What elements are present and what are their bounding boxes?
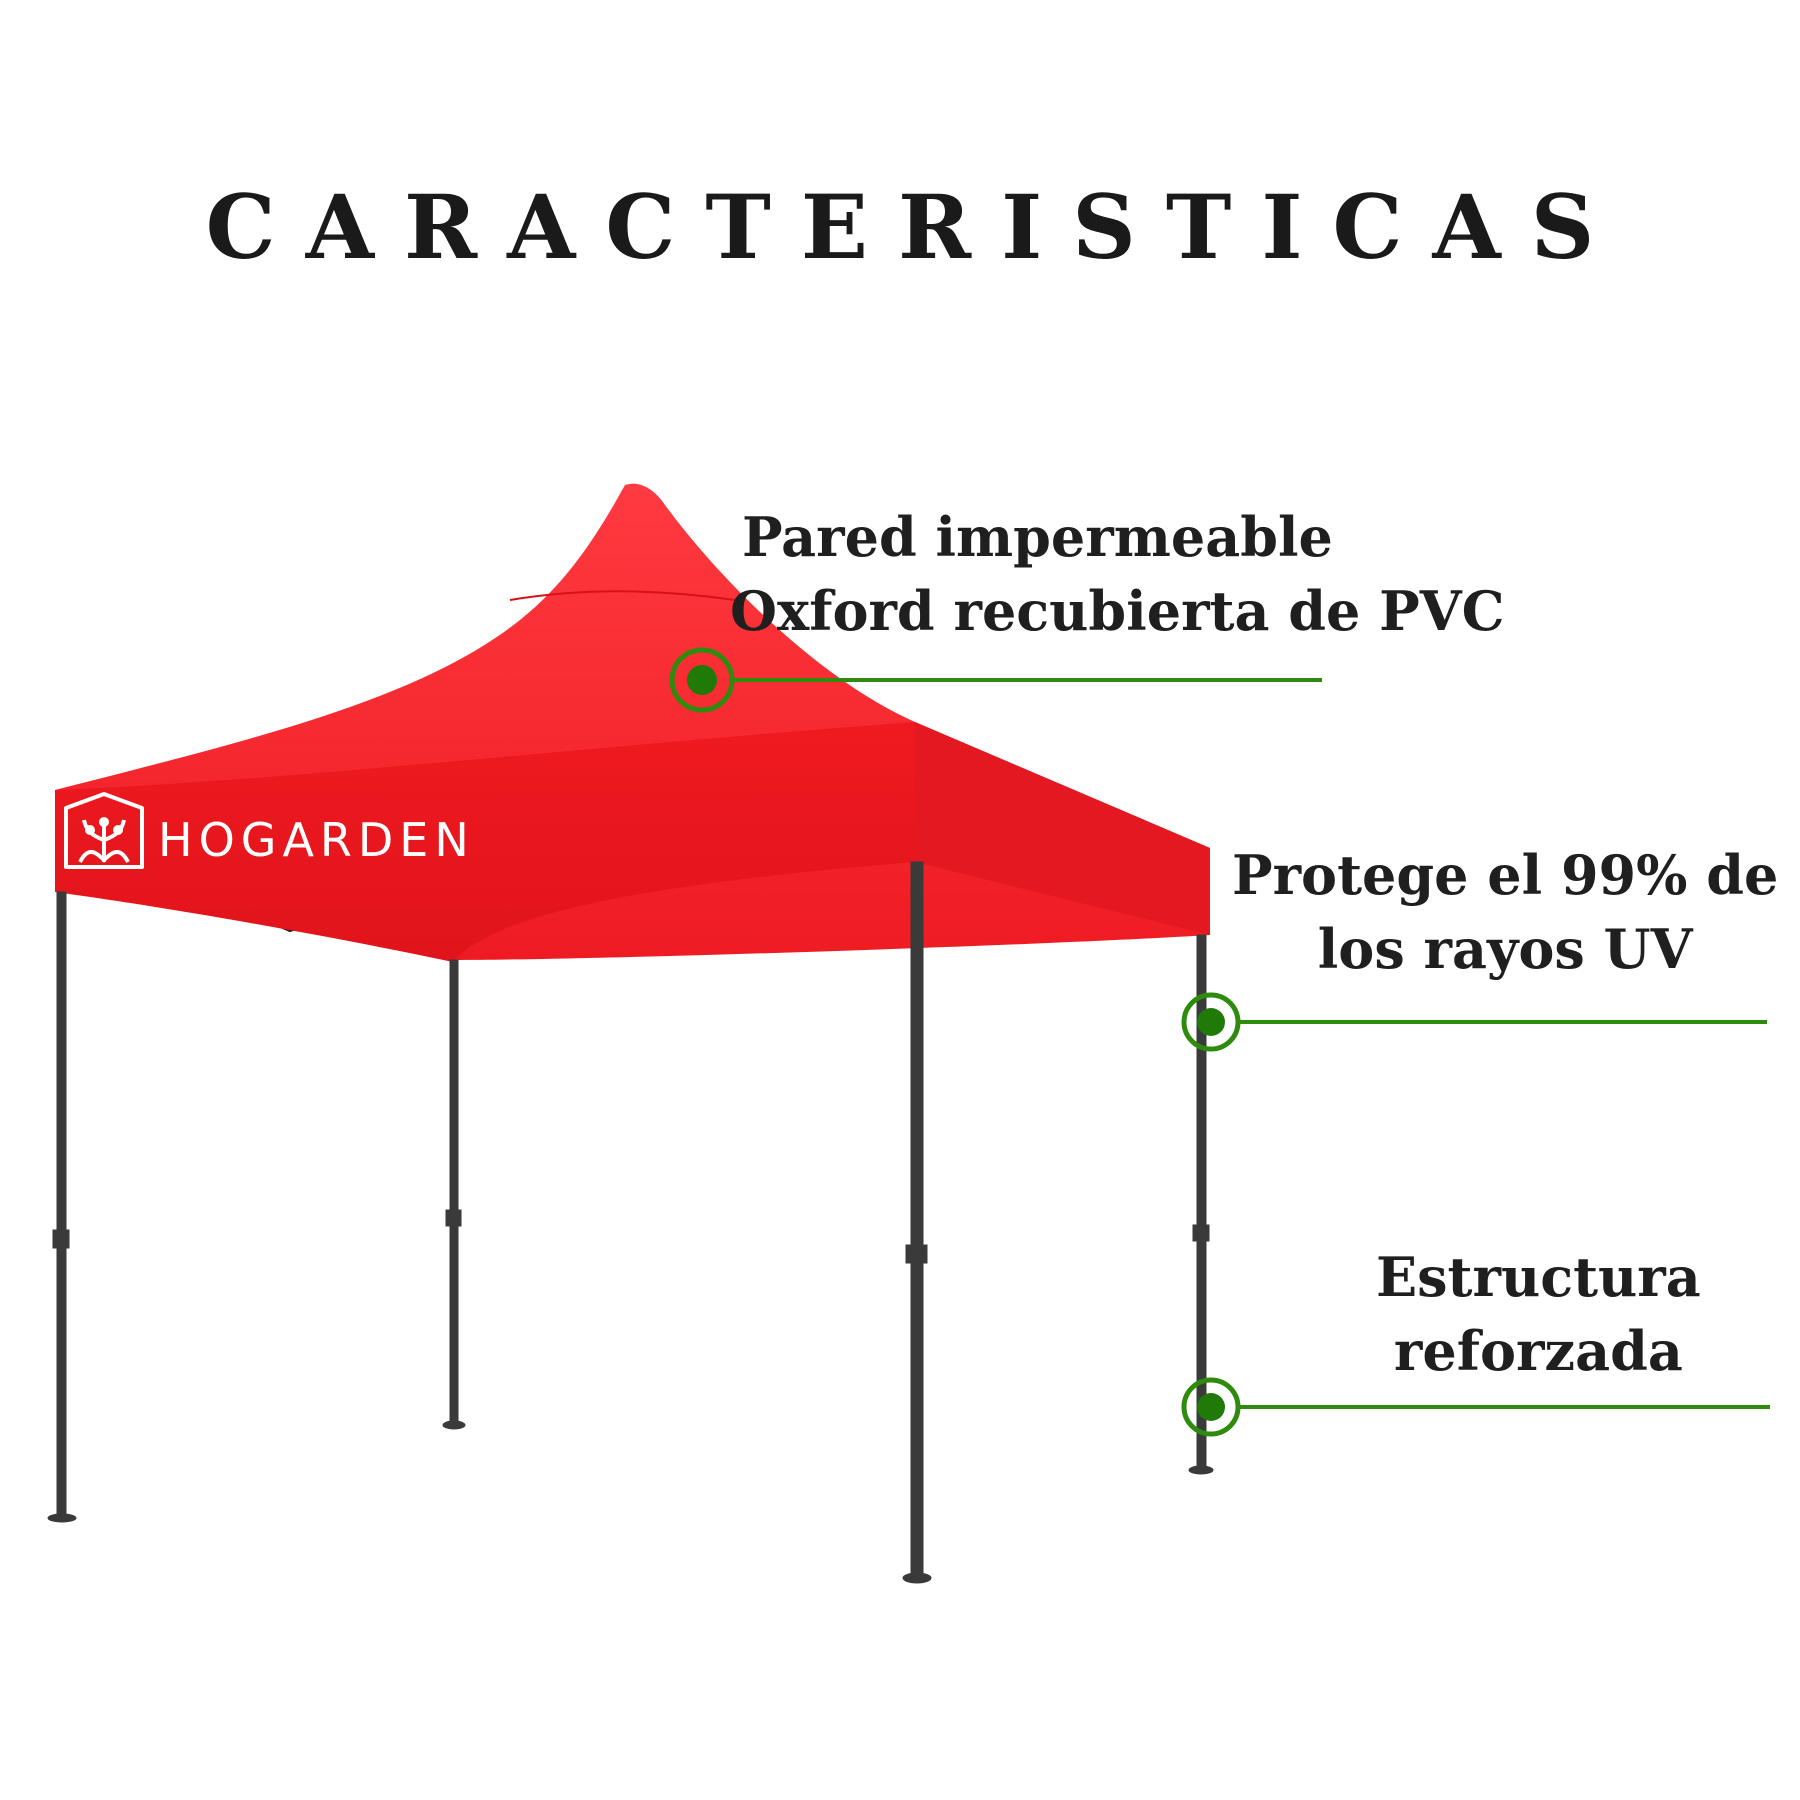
callout-structure (1181, 1377, 1770, 1437)
canopy-valance-front (55, 722, 915, 962)
callout-uv-protection (1181, 992, 1767, 1052)
callout-ring (1181, 1377, 1241, 1437)
canopy-valance-right (915, 722, 1210, 935)
feature-uv-text: Protege el 99% de los rayos UV (1232, 838, 1778, 986)
callout-ring (1181, 992, 1241, 1052)
callout-ring (669, 647, 735, 713)
callout-dot (1197, 1008, 1225, 1036)
callout-dot (687, 665, 717, 695)
feature-line: los rayos UV (1317, 917, 1693, 981)
callout-dot (1197, 1393, 1225, 1421)
feature-waterproof-text: Pared impermeable Oxford recubierta de P… (730, 500, 1505, 648)
page-title: CARACTERISTICAS (205, 175, 1625, 279)
callout-waterproof (669, 647, 1322, 713)
feature-line: Pared impermeable (742, 505, 1333, 569)
tent-frame-legs (47, 861, 1214, 1584)
feature-line: Oxford recubierta de PVC (730, 579, 1505, 643)
feature-structure-text: Estructura reforzada (1376, 1240, 1701, 1388)
feature-line: Estructura (1376, 1245, 1701, 1309)
feature-line: reforzada (1393, 1319, 1683, 1383)
feature-line: Protege el 99% de (1232, 843, 1779, 907)
house-tree-icon (64, 792, 144, 869)
brand-name: HOGARDEN (158, 813, 475, 867)
